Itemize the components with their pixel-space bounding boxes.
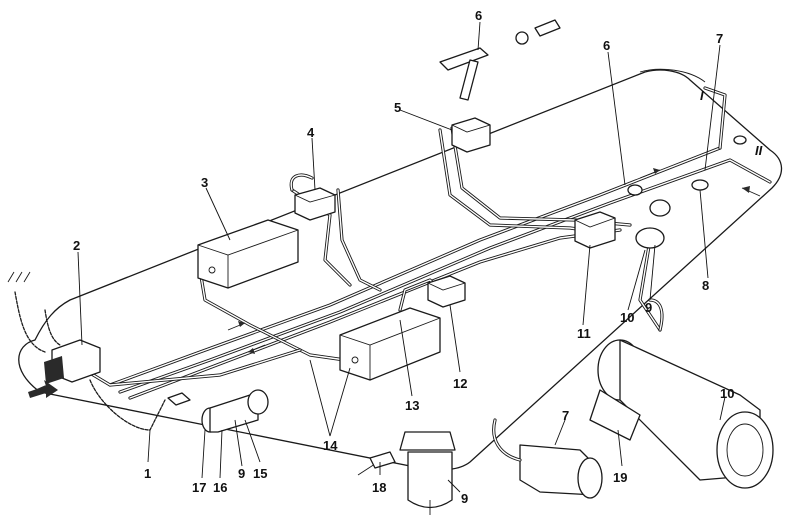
vehicle-floor-outline: [18, 68, 783, 471]
component-9-10-assembly: [635, 199, 671, 249]
label-9-left: 9: [238, 466, 245, 481]
component-8-fitting: [627, 135, 747, 196]
label-roman-i: I: [700, 88, 704, 103]
component-5-block: [451, 117, 491, 153]
label-14: 14: [323, 438, 338, 453]
label-7-top: 7: [716, 31, 723, 46]
label-18: 18: [372, 480, 386, 495]
label-9-bottom: 9: [461, 491, 468, 506]
label-1: 1: [144, 466, 151, 481]
input-arrow-icon: [28, 380, 58, 398]
label-2: 2: [73, 238, 80, 253]
component-18-fitting: [357, 451, 396, 476]
component-2-heater: [7, 271, 191, 406]
label-10-heater: 10: [720, 386, 734, 401]
label-8: 8: [702, 278, 709, 293]
label-19: 19: [613, 470, 627, 485]
component-7-pump: [492, 418, 603, 499]
label-4: 4: [307, 125, 315, 140]
leader-lines: [77, 21, 726, 493]
component-12-block: [427, 275, 466, 308]
component-4-block: [289, 173, 336, 221]
component-15-cylinder: [201, 389, 269, 433]
component-13-box: [339, 307, 441, 381]
component-3-box: [197, 219, 299, 289]
component-6-valve: [439, 19, 561, 101]
label-7-bottom: 7: [562, 408, 569, 423]
label-16: 16: [213, 480, 227, 495]
label-11: 11: [577, 326, 591, 341]
label-6-right: 6: [603, 38, 610, 53]
label-12: 12: [453, 376, 467, 391]
flow-arrows: [227, 168, 761, 354]
label-17: 17: [192, 480, 206, 495]
component-9-filter: [399, 431, 456, 515]
wiring-harness: [14, 291, 166, 431]
component-10-main-heater: [589, 298, 774, 489]
pipeline-network: [83, 86, 772, 400]
label-5: 5: [394, 100, 401, 115]
label-3: 3: [201, 175, 208, 190]
label-15: 15: [253, 466, 267, 481]
component-11-block: [574, 211, 616, 249]
label-9-right: 9: [645, 300, 652, 315]
label-roman-ii: II: [755, 143, 763, 158]
label-10-mid: 10: [620, 310, 634, 325]
label-6-top: 6: [475, 8, 482, 23]
callout-labels: 1 2 3 4 5 6 6 7 7 8 9 9 9 10 10 11 12 13…: [73, 8, 763, 506]
label-13: 13: [405, 398, 419, 413]
